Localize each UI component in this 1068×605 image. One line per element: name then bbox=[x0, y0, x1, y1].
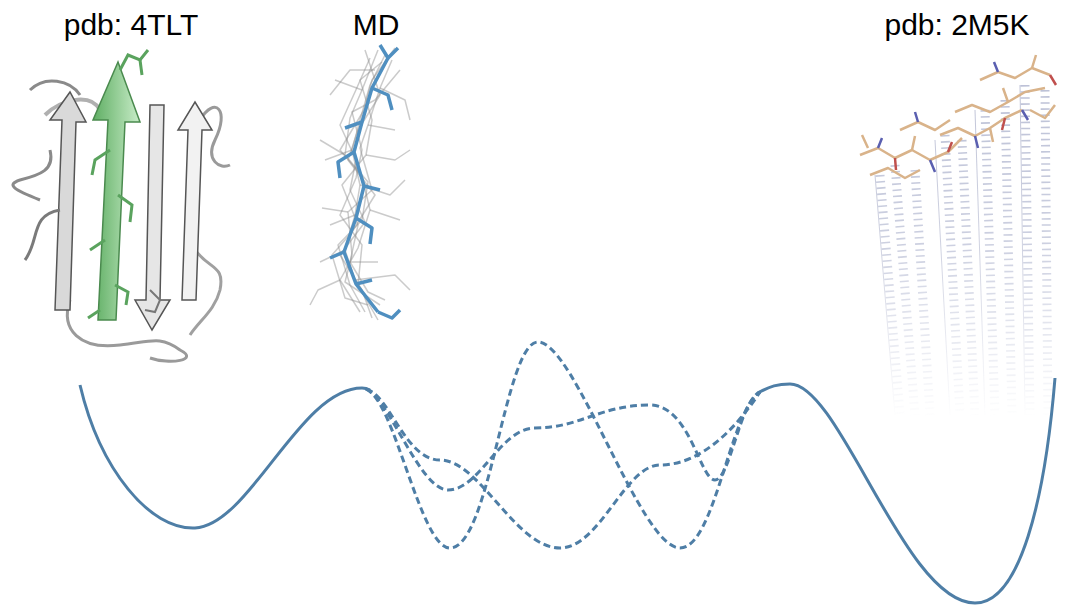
label-text: pdb: 4TLT bbox=[64, 8, 199, 41]
md-ensemble bbox=[310, 45, 410, 320]
structure-label: pdb: 2M5K bbox=[884, 8, 1029, 41]
label-text: MD bbox=[353, 8, 400, 41]
amyloid-fibril bbox=[875, 85, 1048, 415]
structure-label: pdb: 4TLT bbox=[64, 8, 199, 41]
structure-label: MD bbox=[353, 8, 400, 41]
label-text: pdb: 2M5K bbox=[884, 8, 1029, 41]
energy-curve bbox=[80, 342, 1055, 603]
protein-cartoon bbox=[13, 50, 230, 361]
fibril-sticks bbox=[860, 55, 1056, 178]
